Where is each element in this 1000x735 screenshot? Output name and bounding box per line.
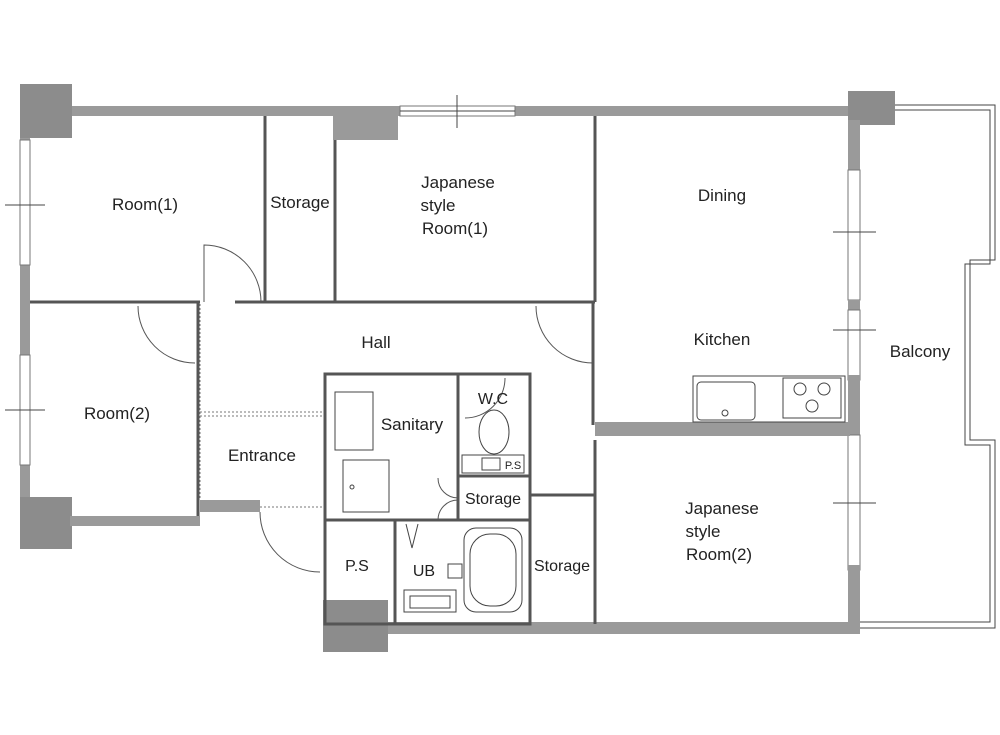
label-japanese1-line3: Room(1) xyxy=(422,219,488,238)
label-japanese2-line3: Room(2) xyxy=(686,545,752,564)
fixtures xyxy=(334,391,525,613)
interior-partitions xyxy=(30,116,850,626)
label-hall: Hall xyxy=(361,333,390,352)
exterior-walls xyxy=(5,84,895,652)
label-storage-mid: Storage xyxy=(465,491,521,508)
label-room2: Room(2) xyxy=(84,404,150,423)
label-japanese1-line2: style xyxy=(421,196,456,215)
label-ub: UB xyxy=(413,563,435,580)
label-ps-small: P.S xyxy=(505,460,521,472)
doors xyxy=(137,244,594,573)
label-room1: Room(1) xyxy=(112,195,178,214)
label-balcony: Balcony xyxy=(890,342,951,361)
label-japanese1-line1: Japanese xyxy=(421,173,495,192)
balcony-outline xyxy=(858,104,996,629)
label-kitchen: Kitchen xyxy=(694,330,751,349)
label-wc: W.C xyxy=(478,391,508,408)
label-storage-top: Storage xyxy=(270,193,330,212)
label-ps: P.S xyxy=(345,558,369,575)
label-japanese2-line2: style xyxy=(686,522,721,541)
label-storage-right: Storage xyxy=(534,558,590,575)
room-labels: Room(1) Storage Japanese style Room(1) D… xyxy=(84,173,951,580)
label-dining: Dining xyxy=(698,186,746,205)
label-sanitary: Sanitary xyxy=(381,415,444,434)
label-japanese2-line1: Japanese xyxy=(685,499,759,518)
label-entrance: Entrance xyxy=(228,446,296,465)
